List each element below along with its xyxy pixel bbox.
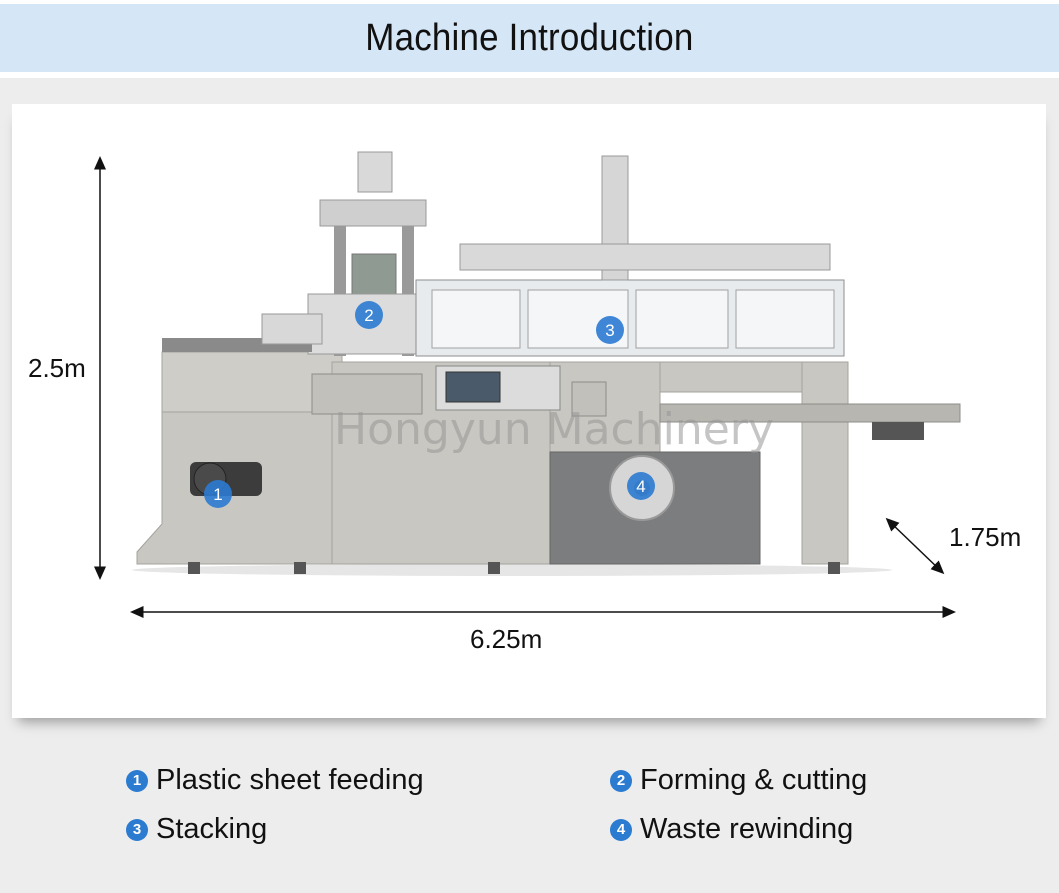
forming-press [319, 199, 427, 227]
title-banner: Machine Introduction [0, 0, 1059, 78]
output-conveyor [659, 403, 961, 423]
marker-2-label: 2 [364, 306, 373, 325]
machine-photo: Hongyun Machinery 1 2 3 4 2.5m 6.25m 1.7… [12, 104, 1046, 718]
legend-item-1: 1 Plastic sheet feeding [126, 764, 424, 797]
marker-3-label: 3 [605, 321, 614, 340]
watermark: Hongyun Machinery [334, 404, 774, 455]
legend-label-4: Waste rewinding [640, 813, 854, 845]
length-label: 6.25m [470, 624, 543, 654]
machine-illustration: Hongyun Machinery 1 2 3 4 [94, 151, 961, 618]
marker-3: 3 [596, 316, 624, 344]
page-title: Machine Introduction [365, 16, 694, 59]
legend-item-2: 2 Forming & cutting [610, 764, 867, 797]
marker-4-label: 4 [636, 477, 645, 496]
legend-item-4: 4 Waste rewinding [610, 813, 853, 846]
legend-item-3: 3 Stacking [126, 813, 267, 846]
legend-label-1: Plastic sheet feeding [156, 764, 424, 796]
marker-1: 1 [204, 480, 232, 508]
depth-arrow [885, 517, 945, 575]
stacking-gantry [459, 243, 831, 271]
title-band: Machine Introduction [0, 4, 1059, 72]
legend-label-3: Stacking [156, 813, 268, 845]
legend-number-1: 1 [126, 769, 148, 792]
marker-2: 2 [355, 301, 383, 329]
legend-number-3: 3 [126, 818, 148, 841]
depth-label: 1.75m [949, 522, 1022, 552]
legend-number-4: 4 [610, 818, 632, 841]
marker-4: 4 [627, 472, 655, 500]
marker-1-label: 1 [213, 485, 222, 504]
legend-number-2: 2 [610, 769, 632, 792]
legend-label-2: Forming & cutting [640, 764, 868, 796]
height-label: 2.5m [28, 353, 86, 383]
